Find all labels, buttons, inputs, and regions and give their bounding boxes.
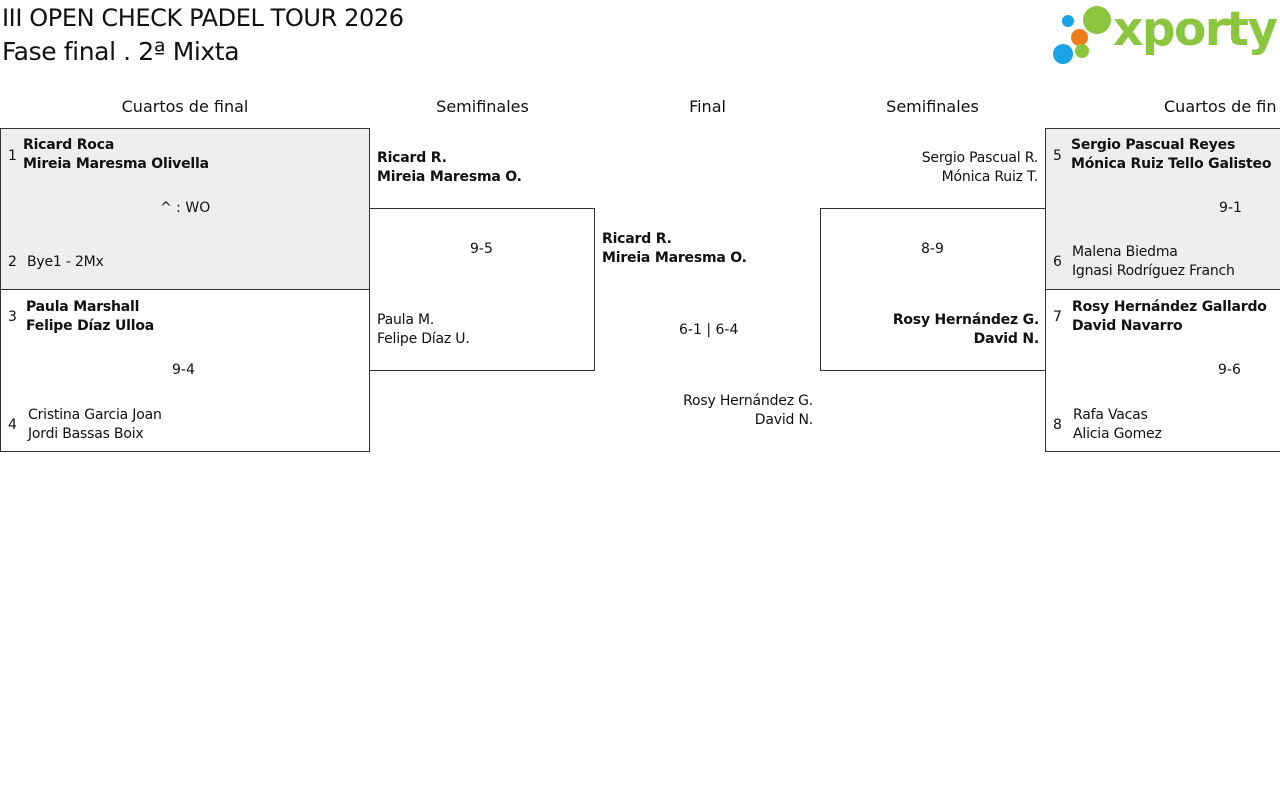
- player-name: Felipe Díaz Ulloa: [26, 318, 155, 334]
- loser-pair: Paula M. Felipe Díaz U.: [377, 311, 470, 349]
- player-name: Cristina Garcia Joan: [28, 407, 162, 423]
- left-semi-match: 9-5 Paula M. Felipe Díaz U.: [369, 208, 595, 371]
- logo-dot-green-top: [1083, 6, 1111, 34]
- player-name: Ricard R.: [377, 150, 447, 166]
- seed-number: 7: [1053, 309, 1062, 325]
- player-name: Sergio Pascual R.: [921, 150, 1038, 166]
- loser-pair: Bye1 - 2Mx: [27, 253, 104, 272]
- page-subtitle: Fase final . 2ª Mixta: [2, 37, 240, 66]
- page-title: III OPEN CHECK PADEL TOUR 2026: [2, 4, 404, 32]
- player-name: Mónica Ruiz T.: [941, 169, 1039, 185]
- player-name: Jordi Bassas Boix: [28, 426, 144, 442]
- logo-wordmark: xporty: [1113, 2, 1278, 57]
- seed-number: 3: [8, 309, 17, 325]
- left-quarter-match-2: 3 Paula Marshall Felipe Díaz Ulloa 9-4 4…: [0, 289, 370, 452]
- player-name: Alicia Gomez: [1073, 426, 1162, 442]
- player-name: Paula Marshall: [26, 299, 140, 315]
- round-title-right-semis: Semifinales: [886, 97, 979, 116]
- winner-pair: Rosy Hernández G. David N.: [893, 311, 1039, 349]
- match-score: 9-5: [470, 241, 493, 257]
- logo-dot-orange: [1071, 29, 1088, 46]
- seed-number: 6: [1053, 254, 1062, 270]
- match-score: 9-1: [1219, 200, 1242, 216]
- loser-pair: Malena Biedma Ignasi Rodríguez Franch: [1072, 243, 1235, 281]
- player-name: David N.: [973, 331, 1040, 347]
- seed-number: 8: [1053, 417, 1062, 433]
- winner-pair: Sergio Pascual Reyes Mónica Ruiz Tello G…: [1071, 136, 1271, 174]
- player-name: Mireia Maresma O.: [377, 169, 522, 185]
- round-title-left-semis: Semifinales: [436, 97, 529, 116]
- winner-pair: Paula Marshall Felipe Díaz Ulloa: [26, 298, 154, 336]
- seed-number: 1: [8, 148, 17, 164]
- player-name: Mireia Maresma O.: [602, 250, 747, 266]
- winner-pair: Rosy Hernández Gallardo David Navarro: [1072, 298, 1267, 336]
- player-name: Rosy Hernández G.: [892, 312, 1039, 328]
- loser-pair: Rafa Vacas Alicia Gomez: [1073, 406, 1162, 444]
- player-name: Bye1 - 2Mx: [27, 254, 104, 270]
- logo-dot-green-bottom: [1075, 44, 1089, 58]
- right-semi-match: 8-9 Rosy Hernández G. David N.: [820, 208, 1046, 371]
- player-name: David Navarro: [1072, 318, 1183, 334]
- player-name: Rosy Hernández Gallardo: [1072, 299, 1267, 315]
- player-name: Paula M.: [377, 312, 435, 328]
- player-name: Sergio Pascual Reyes: [1071, 137, 1236, 153]
- player-name: Rafa Vacas: [1073, 407, 1148, 423]
- round-title-left-quarters: Cuartos de final: [121, 97, 249, 116]
- xporty-logo: xporty: [1050, 2, 1278, 66]
- player-name: Rosy Hernández G.: [683, 393, 813, 409]
- right-semi-top-pair: Sergio Pascual R. Mónica Ruiz T.: [922, 149, 1038, 187]
- player-name: Malena Biedma: [1072, 244, 1178, 260]
- player-name: Ricard R.: [602, 231, 672, 247]
- match-score: ^ : WO: [160, 200, 211, 216]
- logo-dot-blue: [1062, 15, 1074, 27]
- round-title-final: Final: [689, 97, 726, 116]
- seed-number: 5: [1053, 148, 1062, 164]
- match-score: 8-9: [921, 241, 944, 257]
- left-semi-winner-pair: Ricard R. Mireia Maresma O.: [377, 149, 522, 187]
- final-winner-pair: Ricard R. Mireia Maresma O.: [602, 230, 747, 268]
- final-runner-up-pair: Rosy Hernández G. David N.: [683, 392, 813, 430]
- match-score: 9-4: [172, 362, 195, 378]
- player-name: Mireia Maresma Olivella: [23, 156, 209, 172]
- player-name: Ignasi Rodríguez Franch: [1072, 263, 1235, 279]
- match-score: 9-6: [1218, 362, 1241, 378]
- final-score: 6-1 | 6-4: [679, 322, 739, 338]
- seed-number: 2: [8, 254, 17, 270]
- right-quarter-match-2: 7 Rosy Hernández Gallardo David Navarro …: [1045, 289, 1280, 452]
- left-quarter-match-1: 1 Ricard Roca Mireia Maresma Olivella ^ …: [0, 128, 370, 290]
- logo-dot-blue-bottom: [1053, 44, 1073, 64]
- player-name: Mónica Ruiz Tello Galisteo: [1071, 156, 1272, 172]
- winner-pair: Ricard Roca Mireia Maresma Olivella: [23, 136, 209, 174]
- player-name: Felipe Díaz U.: [377, 331, 470, 347]
- round-title-right-quarters: Cuartos de fin: [1164, 97, 1277, 116]
- seed-number: 4: [8, 417, 17, 433]
- player-name: Ricard Roca: [23, 137, 115, 153]
- right-quarter-match-1: 5 Sergio Pascual Reyes Mónica Ruiz Tello…: [1045, 128, 1280, 290]
- loser-pair: Cristina Garcia Joan Jordi Bassas Boix: [28, 406, 162, 444]
- player-name: David N.: [754, 412, 813, 428]
